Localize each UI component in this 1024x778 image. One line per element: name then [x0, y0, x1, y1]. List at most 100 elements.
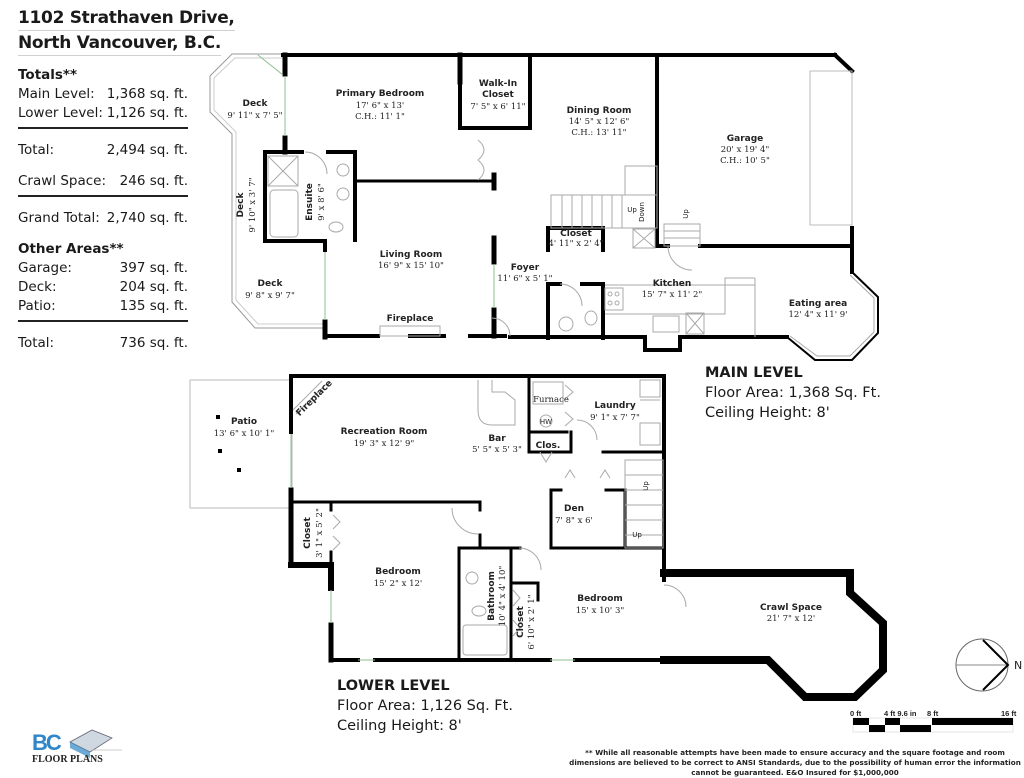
- svg-text:Deck: Deck: [243, 99, 269, 109]
- svg-text:Dining Room: Dining Room: [567, 106, 632, 116]
- svg-text:20' x 19' 4": 20' x 19' 4": [721, 145, 770, 155]
- svg-text:Deck: Deck: [236, 192, 246, 218]
- main-level-floor-area: Floor Area: 1,368 Sq. Ft.: [705, 385, 881, 401]
- svg-text:7' 8" x 6': 7' 8" x 6': [555, 516, 593, 526]
- totals-grand-total: Grand Total:2,740 sq. ft.: [18, 210, 188, 226]
- other-total: Total:736 sq. ft.: [18, 335, 188, 351]
- logo-floor-plans-text: FLOOR PLANS: [32, 754, 103, 765]
- lower-level-info: LOWER LEVEL Floor Area: 1,126 Sq. Ft. Ce…: [337, 676, 513, 736]
- svg-text:15' 7" x 11' 2": 15' 7" x 11' 2": [642, 290, 703, 300]
- svg-text:Furnace: Furnace: [533, 395, 569, 405]
- svg-text:4' 11" x 2' 4": 4' 11" x 2' 4": [548, 239, 603, 249]
- totals-heading: Totals**: [18, 67, 78, 83]
- svg-text:14' 5" x 12' 6": 14' 5" x 12' 6": [569, 117, 630, 127]
- svg-text:Eating area: Eating area: [789, 299, 847, 309]
- svg-text:Closet: Closet: [482, 90, 514, 100]
- svg-text:C.H.: 13' 11": C.H.: 13' 11": [571, 128, 626, 138]
- totals-total: Total:2,494 sq. ft.: [18, 142, 188, 158]
- svg-text:Bedroom: Bedroom: [577, 594, 623, 604]
- divider: [18, 195, 188, 197]
- svg-text:15' 2" x 12': 15' 2" x 12': [374, 579, 423, 589]
- svg-text:Primary Bedroom: Primary Bedroom: [336, 89, 425, 99]
- svg-text:7' 5" x 6' 11": 7' 5" x 6' 11": [470, 102, 525, 112]
- totals-lower-level: Lower Level:1,126 sq. ft.: [18, 105, 188, 121]
- svg-text:5' 5" x 5' 3": 5' 5" x 5' 3": [472, 445, 522, 455]
- divider: [18, 320, 188, 322]
- svg-text:8 ft: 8 ft: [927, 709, 939, 718]
- svg-text:3' 1" x 5' 2": 3' 1" x 5' 2": [315, 508, 325, 558]
- svg-text:9' 10" x 3' 7": 9' 10" x 3' 7": [248, 177, 258, 232]
- property-address: 1102 Strathaven Drive, North Vancouver, …: [18, 6, 235, 56]
- svg-text:17' 6" x 13': 17' 6" x 13': [356, 101, 405, 111]
- lower-level-ceiling-height: Ceiling Height: 8': [337, 718, 462, 734]
- totals-crawl-space: Crawl Space:246 sq. ft.: [18, 173, 188, 189]
- address-line-2: North Vancouver, B.C.: [18, 31, 221, 56]
- svg-text:4 ft 9.6 in: 4 ft 9.6 in: [884, 709, 917, 718]
- svg-text:Bathroom: Bathroom: [487, 571, 497, 621]
- svg-text:9' x 8' 6": 9' x 8' 6": [317, 183, 327, 221]
- main-level-info: MAIN LEVEL Floor Area: 1,368 Sq. Ft. Cei…: [705, 363, 881, 423]
- bc-floor-plans-logo: BC FLOOR PLANS: [30, 720, 130, 766]
- svg-text:Fireplace: Fireplace: [294, 378, 334, 418]
- svg-text:21' 7" x 12': 21' 7" x 12': [767, 614, 816, 624]
- lower-level-floor-area: Floor Area: 1,126 Sq. Ft.: [337, 698, 513, 714]
- other-garage: Garage:397 sq. ft.: [18, 260, 188, 276]
- main-level-ceiling-height: Ceiling Height: 8': [705, 405, 830, 421]
- svg-text:Garage: Garage: [727, 134, 764, 144]
- svg-text:Up: Up: [642, 481, 650, 491]
- svg-text:Walk-In: Walk-In: [479, 79, 517, 89]
- svg-text:Crawl Space: Crawl Space: [760, 603, 822, 613]
- lower-level-plan: Patio 13' 6" x 10' 1" Fireplace Recreati…: [189, 374, 887, 701]
- svg-text:Closet: Closet: [516, 605, 526, 637]
- svg-text:6' 10" x 2' 1": 6' 10" x 2' 1": [527, 594, 537, 649]
- logo-bc-text: BC: [32, 730, 62, 755]
- totals-main-level: Main Level:1,368 sq. ft.: [18, 86, 188, 102]
- svg-text:Living Room: Living Room: [380, 250, 442, 260]
- svg-text:HW: HW: [540, 418, 552, 426]
- svg-text:Fireplace: Fireplace: [387, 314, 434, 324]
- house-3d-icon: [69, 729, 122, 758]
- svg-text:16 ft: 16 ft: [1001, 709, 1017, 718]
- svg-text:C.H.: 11' 1": C.H.: 11' 1": [355, 112, 405, 122]
- svg-text:11' 6" x 5' 1": 11' 6" x 5' 1": [497, 274, 552, 284]
- other-patio: Patio:135 sq. ft.: [18, 298, 188, 314]
- disclaimer-text: ** While all reasonable attempts have be…: [569, 748, 1021, 777]
- svg-text:Den: Den: [564, 504, 584, 514]
- svg-text:Patio: Patio: [231, 417, 257, 427]
- svg-text:Deck: Deck: [258, 279, 284, 289]
- svg-text:12' 4" x 11' 9': 12' 4" x 11' 9': [789, 310, 848, 320]
- svg-text:9' 11" x 7' 5": 9' 11" x 7' 5": [227, 111, 282, 121]
- svg-text:19' 3" x 12' 9": 19' 3" x 12' 9": [354, 439, 415, 449]
- svg-text:Up: Up: [632, 531, 642, 539]
- svg-text:N: N: [1014, 659, 1022, 672]
- svg-text:0 ft: 0 ft: [850, 709, 862, 718]
- svg-text:Recreation Room: Recreation Room: [341, 427, 428, 437]
- svg-text:Up: Up: [682, 209, 690, 219]
- svg-text:Ensuite: Ensuite: [305, 183, 315, 221]
- main-level-heading: MAIN LEVEL: [705, 365, 803, 381]
- svg-text:Foyer: Foyer: [511, 263, 540, 273]
- divider: [18, 127, 188, 129]
- svg-text:Bedroom: Bedroom: [375, 567, 421, 577]
- svg-text:13' 6" x 10' 1": 13' 6" x 10' 1": [214, 429, 275, 439]
- svg-text:Closet: Closet: [303, 516, 313, 548]
- svg-text:Bar: Bar: [488, 434, 506, 444]
- svg-text:C.H.: 10' 5": C.H.: 10' 5": [720, 156, 770, 166]
- svg-text:15' x 10' 3": 15' x 10' 3": [576, 606, 625, 616]
- svg-text:Laundry: Laundry: [594, 401, 636, 411]
- compass-north-icon: N: [955, 638, 1022, 692]
- svg-text:16' 9" x 15' 10": 16' 9" x 15' 10": [378, 261, 444, 271]
- svg-text:Down: Down: [638, 202, 646, 222]
- svg-text:Closet: Closet: [560, 229, 592, 239]
- svg-text:9' 1" x 7' 7": 9' 1" x 7' 7": [590, 413, 640, 423]
- svg-text:Clos.: Clos.: [536, 441, 561, 451]
- area-totals-panel: Totals** Main Level:1,368 sq. ft. Lower …: [18, 66, 188, 353]
- main-level-plan: Deck 9' 11" x 7' 5" Primary Bedroom 17' …: [209, 52, 879, 361]
- svg-text:10' 4" x 4' 10": 10' 4" x 4' 10": [498, 566, 508, 627]
- svg-text:Up: Up: [627, 206, 637, 214]
- svg-text:9' 8" x 9' 7": 9' 8" x 9' 7": [245, 291, 295, 301]
- other-areas-heading: Other Areas**: [18, 241, 124, 257]
- scale-bar: 0 ft 4 ft 9.6 in 8 ft 16 ft: [850, 709, 1017, 733]
- svg-text:Kitchen: Kitchen: [653, 279, 692, 289]
